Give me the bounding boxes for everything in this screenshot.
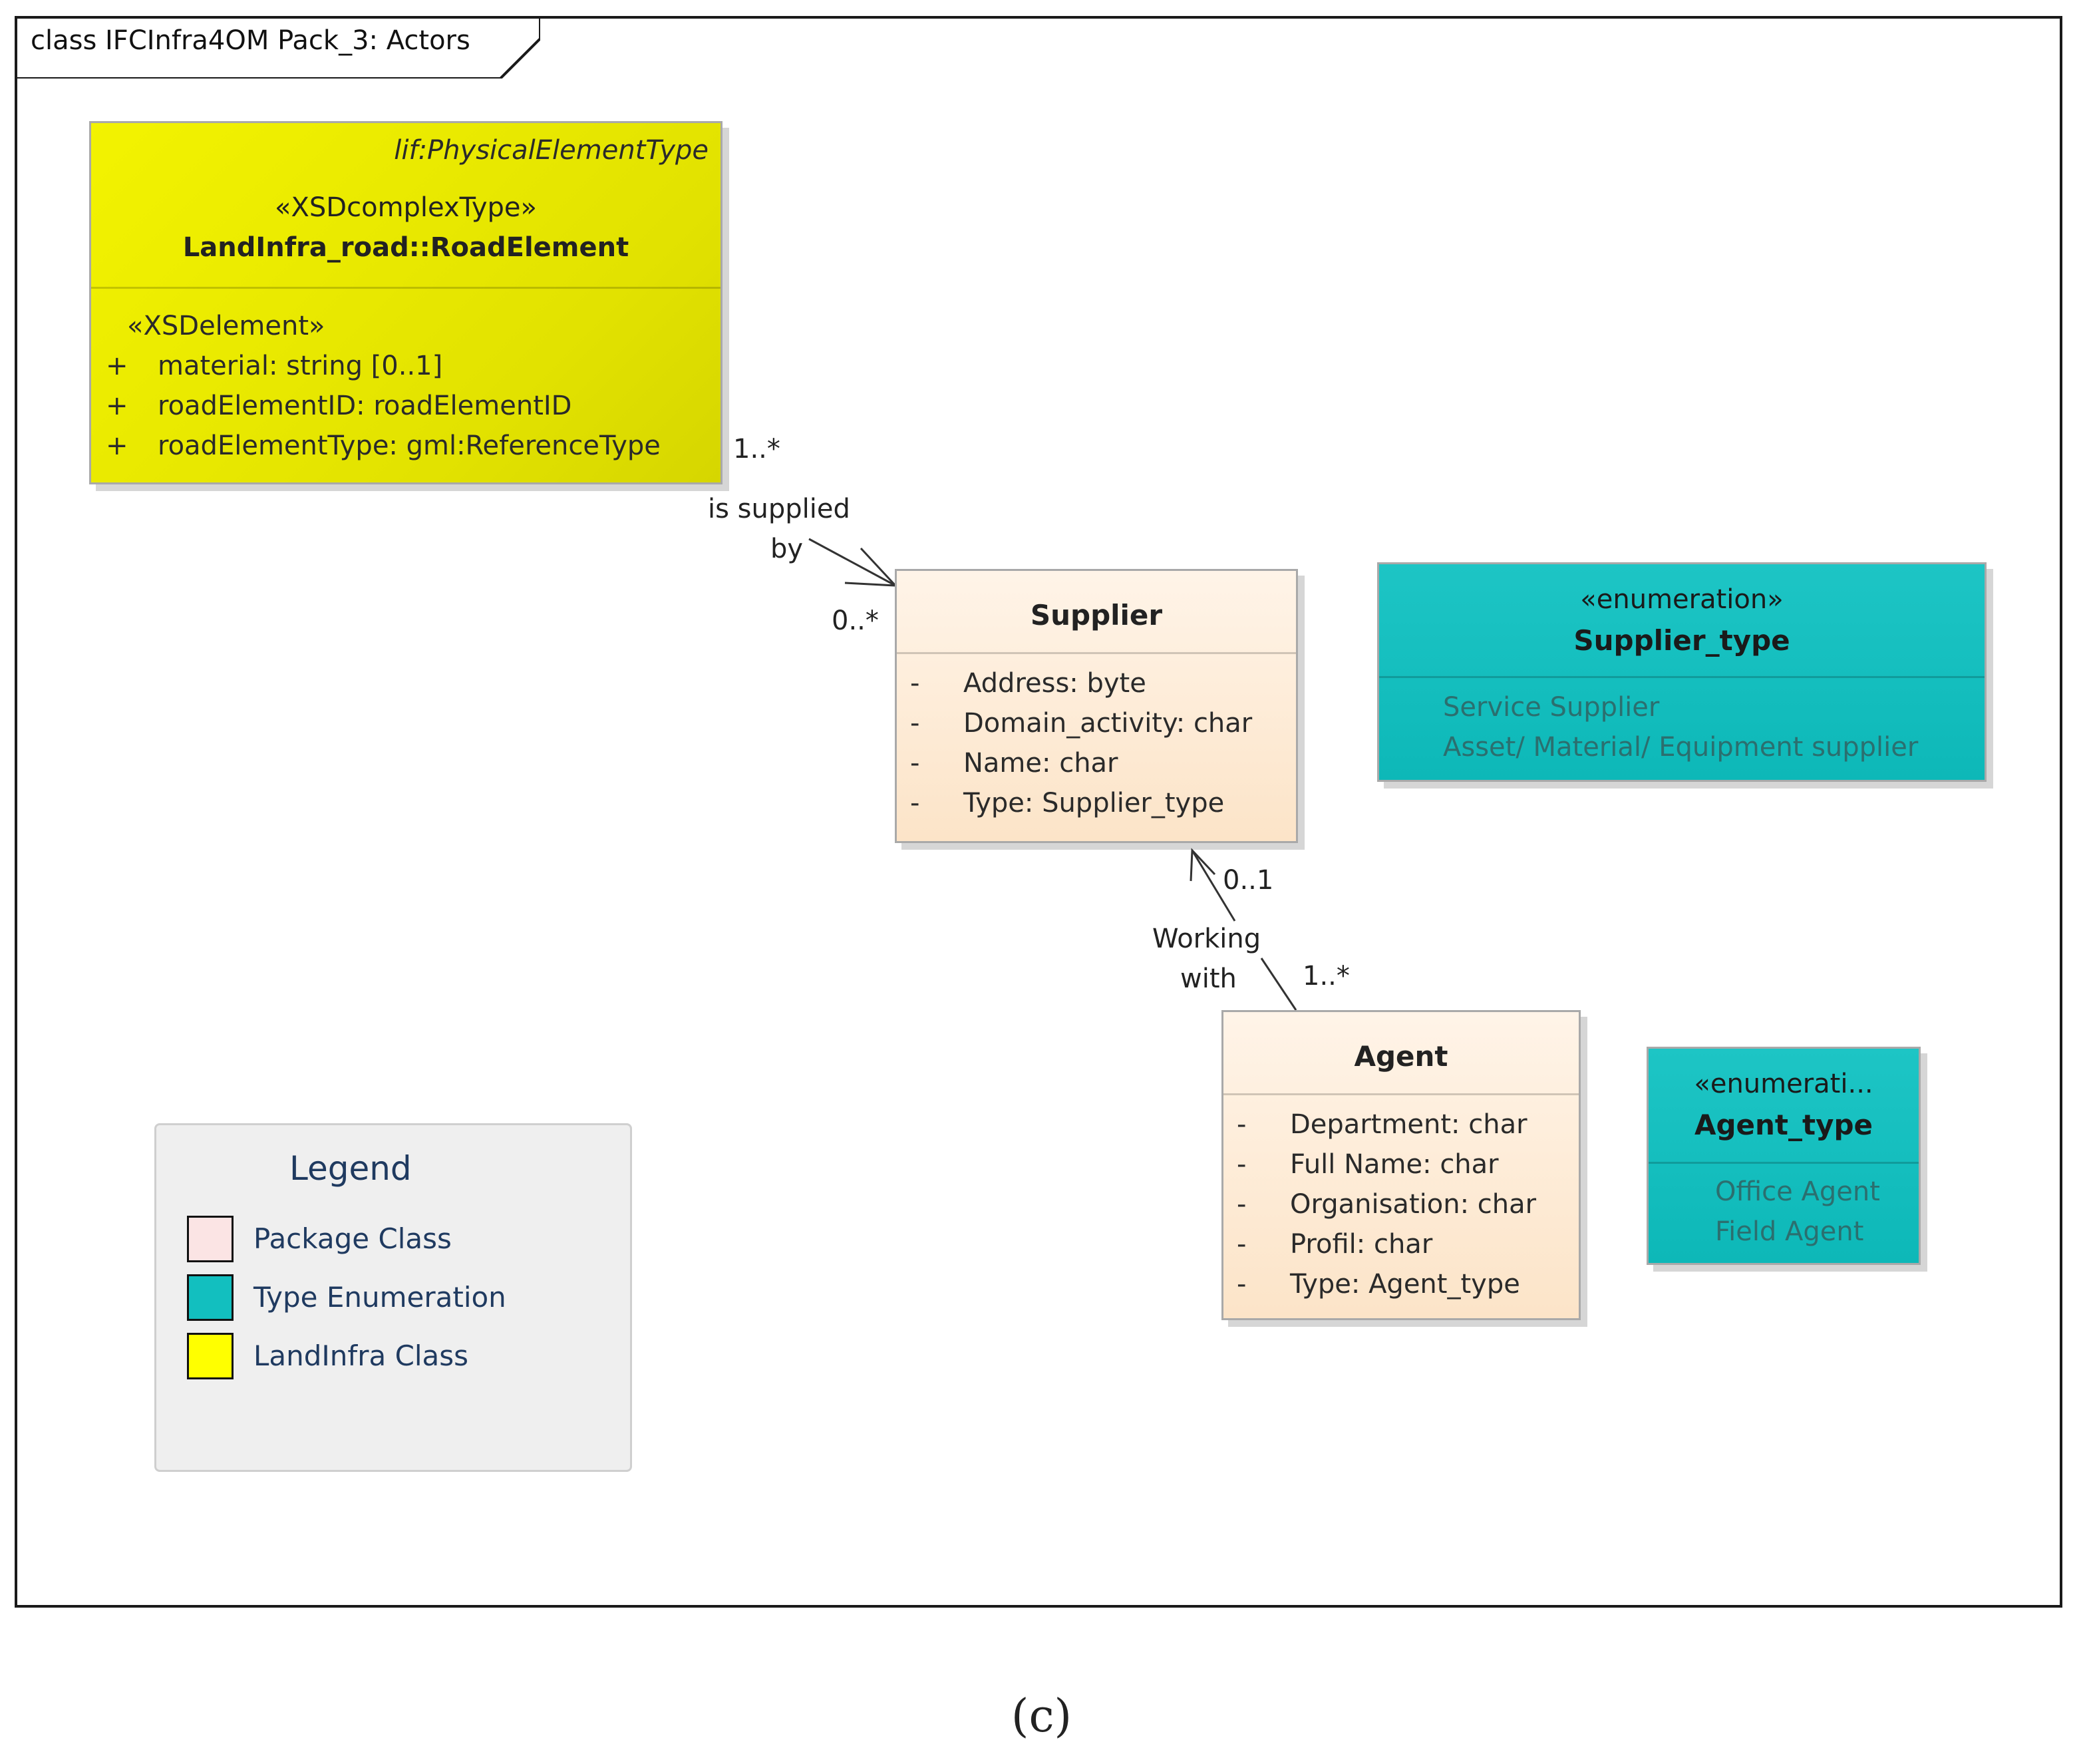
supplier-type-enumeration[interactable]: «enumeration» Supplier_type Service Supp… <box>1377 562 1987 782</box>
attribute-row: roadElementID: roadElementID <box>158 391 572 421</box>
enumeration-literal: Asset/ Material/ Equipment supplier <box>1443 732 1919 763</box>
supplier-end-multiplicity: 0..1 <box>1223 865 1274 896</box>
enumeration-name: Agent_type <box>1694 1109 1873 1141</box>
legend-swatch-landinfra-class <box>187 1333 234 1379</box>
divider <box>897 652 1296 654</box>
attribute-row: roadElementType: gml:ReferenceType <box>158 431 661 461</box>
enumeration-name: Supplier_type <box>1573 624 1790 657</box>
attribute-visibility: - <box>1237 1189 1247 1220</box>
class-name: LandInfra_road::RoadElement <box>182 232 629 263</box>
attribute-visibility: - <box>1237 1109 1247 1140</box>
enumeration-literal: Field Agent <box>1715 1216 1864 1247</box>
divider <box>91 287 721 289</box>
attribute-visibility: + <box>106 391 128 421</box>
enumeration-stereotype: «enumeration» <box>1580 584 1784 615</box>
diagram-title: class IFCInfra4OM Pack_3: Actors <box>31 25 470 56</box>
enumeration-literal: Service Supplier <box>1443 692 1660 723</box>
divider <box>1379 676 1985 678</box>
class-name: Supplier <box>1030 599 1163 631</box>
attribute-visibility: - <box>1237 1269 1247 1300</box>
agent-end-multiplicity: 1..* <box>1303 961 1350 991</box>
attribute-stereotype: «XSDelement» <box>127 311 325 341</box>
attribute-visibility: + <box>106 431 128 461</box>
attribute-visibility: - <box>1237 1149 1247 1180</box>
attribute-row: Full Name: char <box>1290 1149 1499 1180</box>
diagram-frame <box>15 16 2062 1608</box>
attribute-row: Type: Agent_type <box>1290 1269 1520 1300</box>
attribute-row: Type: Supplier_type <box>963 788 1225 818</box>
legend-label: LandInfra Class <box>253 1339 469 1372</box>
attribute-row: Address: byte <box>963 668 1146 699</box>
class-name: Agent <box>1354 1040 1448 1073</box>
road-element-class[interactable]: lif:PhysicalElementType «XSDcomplexType»… <box>89 121 722 484</box>
legend-swatch-type-enumeration <box>187 1274 234 1321</box>
enumeration-literal: Office Agent <box>1715 1176 1880 1207</box>
attribute-row: Name: char <box>963 748 1118 779</box>
attribute-visibility: - <box>910 668 920 699</box>
class-stereotype: «XSDcomplexType» <box>275 192 537 223</box>
legend-title: Legend <box>289 1149 412 1188</box>
parent-type-label: lif:PhysicalElementType <box>394 135 709 166</box>
road-multiplicity: 1..* <box>733 434 780 464</box>
association-label: is supplied <box>708 494 850 524</box>
legend-swatch-package-class <box>187 1216 234 1262</box>
agent-class[interactable]: Agent - Department: char - Full Name: ch… <box>1221 1010 1581 1320</box>
figure-caption: (c) <box>1011 1690 1072 1743</box>
supplier-multiplicity: 0..* <box>832 606 879 636</box>
divider <box>1223 1093 1579 1095</box>
enumeration-stereotype: «enumerati... <box>1694 1069 1873 1099</box>
divider <box>1649 1162 1919 1164</box>
attribute-visibility: - <box>910 708 920 739</box>
legend: Legend Package Class Type Enumeration La… <box>154 1123 632 1472</box>
attribute-visibility: - <box>1237 1229 1247 1260</box>
attribute-row: material: string [0..1] <box>158 351 443 381</box>
legend-label: Package Class <box>253 1222 452 1255</box>
supplier-class[interactable]: Supplier - Address: byte - Domain_activi… <box>895 569 1298 843</box>
agent-type-enumeration[interactable]: «enumerati... Agent_type Office Agent Fi… <box>1647 1047 1921 1265</box>
attribute-row: Organisation: char <box>1290 1189 1537 1220</box>
association-label: with <box>1180 964 1237 994</box>
association-label: Working <box>1152 924 1261 954</box>
attribute-visibility: - <box>910 748 920 779</box>
attribute-row: Department: char <box>1290 1109 1527 1140</box>
attribute-row: Domain_activity: char <box>963 708 1253 739</box>
attribute-visibility: - <box>910 788 920 818</box>
association-label: by <box>770 534 804 564</box>
legend-label: Type Enumeration <box>253 1281 506 1314</box>
frame-tab <box>15 16 540 79</box>
attribute-visibility: + <box>106 351 128 381</box>
attribute-row: Profil: char <box>1290 1229 1433 1260</box>
